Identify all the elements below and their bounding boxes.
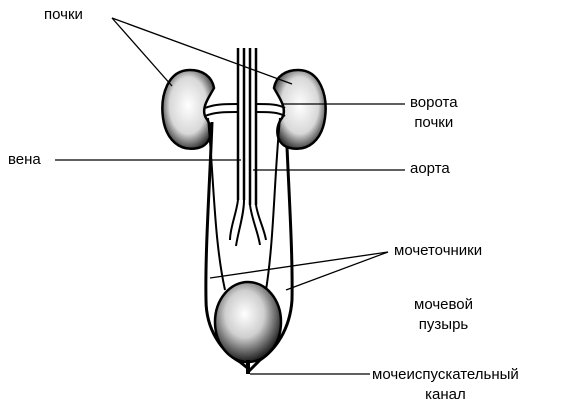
- label-hilum-line2: почки: [414, 114, 454, 131]
- leader-kidneys-left: [111, 17, 173, 87]
- right-ureter: [265, 117, 281, 291]
- label-kidneys: почки: [44, 6, 83, 23]
- leader-kidneys-right: [111, 17, 293, 85]
- label-aorta: аорта: [410, 160, 450, 177]
- right-kidney: [272, 68, 327, 151]
- bladder: [213, 280, 283, 364]
- label-bladder: мочевой пузырь: [414, 295, 473, 335]
- leader-lines: [55, 17, 405, 375]
- label-hilum: ворота почки: [410, 93, 458, 133]
- vessel-bifurcation: [229, 199, 267, 247]
- renal-vessels-right: [255, 103, 286, 117]
- renal-vessels-left: [204, 103, 239, 117]
- label-vein: вена: [8, 151, 41, 168]
- leader-ureters-right: [285, 251, 389, 291]
- leader-ureters-left: [209, 251, 389, 279]
- left-ureter: [207, 117, 226, 291]
- label-bladder-line1: мочевой: [414, 296, 474, 313]
- label-ureters: мочеточники: [394, 242, 483, 259]
- left-kidney: [161, 68, 216, 151]
- vein-trunk: [236, 48, 246, 200]
- label-hilum-line1: ворота: [410, 94, 458, 111]
- label-bladder-line2: пузырь: [418, 316, 469, 333]
- label-urethra: мочеиспускательный канал: [372, 365, 519, 405]
- label-urethra-line2: канал: [425, 386, 466, 403]
- aorta-trunk: [248, 48, 258, 205]
- label-urethra-line1: мочеиспускательный: [372, 366, 519, 383]
